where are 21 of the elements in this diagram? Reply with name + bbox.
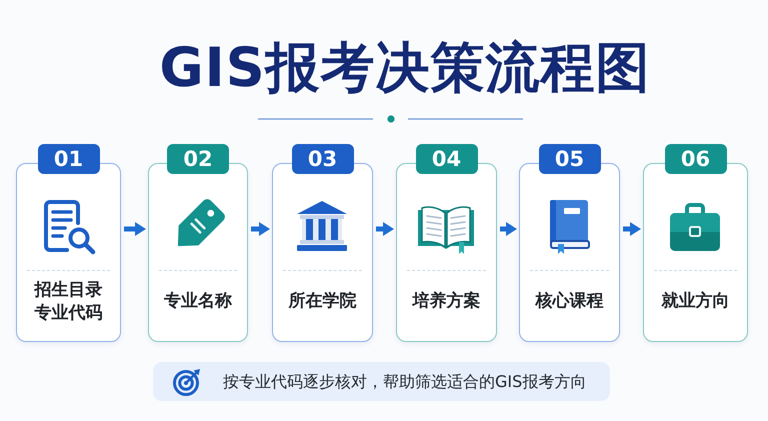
arrow <box>623 222 641 236</box>
note-text: 按专业代码逐步核对，帮助筛选适合的GIS报考方向 <box>223 372 586 392</box>
arrow <box>500 222 517 236</box>
step-label: 培养方案 <box>412 290 480 313</box>
step-label: 专业代码 <box>34 302 102 324</box>
step-label: 招生目录 <box>34 278 102 302</box>
title: GIS报考决策流程图 <box>159 39 651 97</box>
step-label: 核心课程 <box>536 290 604 313</box>
step-label: 专业名称 <box>164 290 232 313</box>
number-badge: 03 <box>292 144 354 174</box>
number-badge: 04 <box>416 144 478 174</box>
number-badge: 01 <box>38 144 100 174</box>
arrow <box>376 222 394 236</box>
number-badge: 02 <box>167 144 229 174</box>
step-label: 就业方向 <box>662 290 730 313</box>
arrow <box>251 222 270 236</box>
number-badge: 06 <box>664 144 726 174</box>
step-label: 所在学院 <box>288 290 356 313</box>
note-banner <box>153 362 610 401</box>
arrow <box>124 222 146 236</box>
number-badge: 05 <box>538 144 600 174</box>
